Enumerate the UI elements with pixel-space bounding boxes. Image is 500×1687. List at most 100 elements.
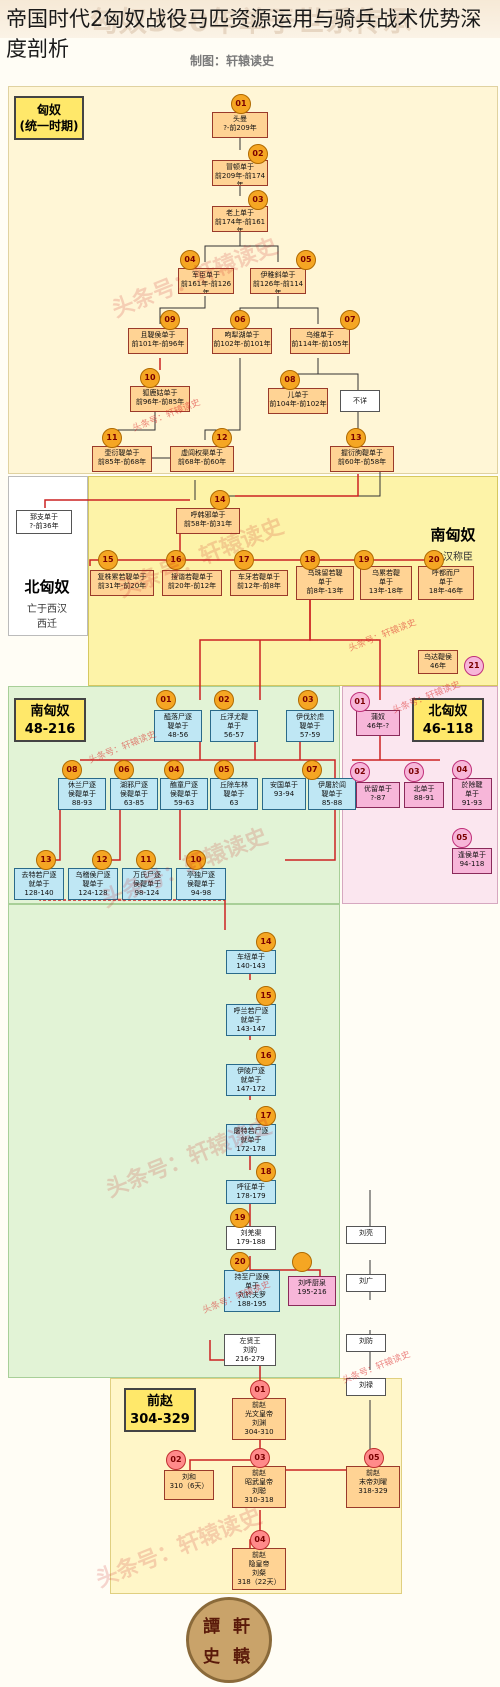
node-maodun: 冒顿单于 前209年-前174年 [212,160,268,186]
number-badge: 04 [180,250,200,270]
section-north-early-bg [8,476,88,636]
node-hulugu: 狐鹿姑单于 前96年-前85年 [130,386,190,412]
number-badge: 02 [248,144,268,164]
number-badge: 07 [302,760,322,780]
node-fenghou: 逢侯单于 94-118 [452,848,492,874]
number-badge: 12 [92,850,112,870]
number-badge: 13 [346,428,366,448]
number-badge: 15 [256,986,276,1006]
label-north-early: 北匈奴 [24,578,70,596]
node-huhanye: 呼韩邪单于 前58年-前31年 [176,508,240,534]
node-touman: 头曼 ?-前209年 [212,112,268,138]
node-wanshi: 万氏尸逐 侯鞮单于 98-124 [122,868,172,900]
page-title: 帝国时代2匈奴战役马匹资源运用与骑兵战术优势深度剖析 [6,7,482,61]
node-laoshang: 老上单于 前174年-前161年 [212,206,268,232]
node-youliu: 优留单于 ?-87 [356,782,400,808]
node-chedi: 车纽单于 140-143 [226,950,276,974]
node-liucan: 前赵 隐皇帝 刘粲 318（22天） [232,1548,286,1590]
number-badge: 07 [340,310,360,330]
node-liucong: 前赵 昭武皇帝 刘聪 310-318 [232,1466,286,1508]
number-badge: 21 [464,656,484,676]
number-badge: 09 [160,310,180,330]
number-badge: 16 [256,1046,276,1066]
number-badge [292,1252,312,1272]
number-badge: 14 [256,932,276,952]
node-wuyanqu: 握衍朐鞮单于 前60年-前58年 [330,446,394,472]
node-wulei: 乌累若鞮 单于 13年-18年 [360,566,412,600]
node-souxie: 搜谐若鞮单于 前20年-前12年 [162,570,222,596]
number-badge: 18 [256,1162,276,1182]
number-badge: 11 [136,850,156,870]
node-quteruo: 去特若尸逐 就单于 128-140 [14,868,64,900]
seal-char: 譚 [203,1617,220,1637]
number-badge: 01 [350,692,370,712]
seal-char: 軒 [233,1617,250,1637]
node-zhizhi: 郅支单于 ?-前36年 [16,510,72,534]
node-buxiang: 不详 [340,390,380,412]
number-badge: 17 [256,1106,276,1126]
node-yuchujian: 於除鞬 单于 91-93 [452,778,492,810]
node-huchuquan: 刘呼厨泉 195-216 [288,1276,336,1306]
node-liuqiangqu: 刘羌渠 179-188 [226,1226,276,1250]
node-zuoxianwang: 左贤王 刘豹 216-279 [224,1334,276,1366]
node-hulanruo: 呼兰若尸逐 就单于 143-147 [226,1004,276,1036]
number-badge: 20 [230,1252,250,1272]
node-liuguang: 刘广 [346,1274,386,1292]
node-hudouershi: 呼都而尸 单于 18年-46年 [418,566,474,600]
node-liulu: 刘禄 [346,1378,386,1396]
number-badge: 03 [248,190,268,210]
number-badge: 20 [424,550,444,570]
seal-char: 史 [203,1647,220,1667]
number-badge: 01 [156,690,176,710]
number-badge: 02 [166,1450,186,1470]
number-badge: 03 [404,762,424,782]
number-badge: 18 [300,550,320,570]
banner-heading: 匈奴300年单于世系传承 [90,5,413,38]
node-cheya: 车牙若鞮单于 前12年-前8年 [230,570,288,596]
label-former-zhao: 前赵 304-329 [124,1388,196,1432]
number-badge: 04 [452,760,472,780]
node-chizhi: 持至尸逐侯 单于 刘於夫罗 188-195 [224,1270,280,1312]
seal-logo: 譚 軒 史 轅 [186,1597,272,1683]
label-hun-unified: 匈奴 (统一时期) [14,96,84,140]
number-badge: 05 [452,828,472,848]
node-liuyao: 前赵 末帝刘曜 318-329 [346,1466,400,1508]
number-badge: 06 [230,310,250,330]
node-huzheng: 呼征单于 178-179 [226,1180,276,1204]
node-fuzhulei: 复株累若鞮单于 前31年-前20年 [90,570,154,596]
number-badge: 17 [234,550,254,570]
label-south-early: 南匈奴 [430,526,476,544]
credit-line: 制图：轩辕读史 [190,54,275,68]
number-badge: 02 [214,690,234,710]
node-huyandi: 壶衍鞮单于 前85年-前68年 [92,446,152,472]
node-junchen: 军臣单于 前161年-前126年 [178,268,234,294]
node-wuwei: 乌维单于 前114年-前105年 [290,328,350,354]
number-badge: 05 [296,250,316,270]
number-badge: 12 [212,428,232,448]
number-badge: 16 [166,550,186,570]
number-badge: 14 [210,490,230,510]
number-badge: 04 [250,1530,270,1550]
node-yiling: 伊陵尸逐 就单于 147-172 [226,1064,276,1096]
number-badge: 03 [298,690,318,710]
number-badge: 08 [280,370,300,390]
label-south-late: 南匈奴 48-216 [14,698,86,742]
number-badge: 13 [36,850,56,870]
node-liuyuan: 前赵 光文皇帝 刘渊 304-310 [232,1398,286,1440]
node-xitong: 醢童尸逐 侯鞮单于 59-63 [160,778,208,810]
node-qiufuyou: 丘浮尤鞮 单于 56-57 [210,710,258,742]
number-badge: 03 [250,1448,270,1468]
node-tuteruo: 屠特若尸逐 就单于 172-178 [226,1124,276,1156]
node-wujihou: 乌稽侯尸逐 鞮单于 124-128 [68,868,118,900]
number-badge: 02 [350,762,370,782]
number-badge: 10 [186,850,206,870]
node-tingdu: 亭独尸逐 侯鞮单于 94-98 [176,868,226,900]
node-yizhixie: 伊稚斜单于 前126年-前114年 [250,268,306,294]
number-badge: 05 [214,760,234,780]
node-yifa: 伊伐於虑 鞮单于 57-59 [286,710,334,742]
number-badge: 15 [98,550,118,570]
node-liufang: 刘防 [346,1334,386,1352]
seal-char: 轅 [233,1647,250,1667]
node-xulvquanqu: 虚闾权渠单于 前68年-前60年 [170,446,234,472]
number-badge: 19 [230,1208,250,1228]
